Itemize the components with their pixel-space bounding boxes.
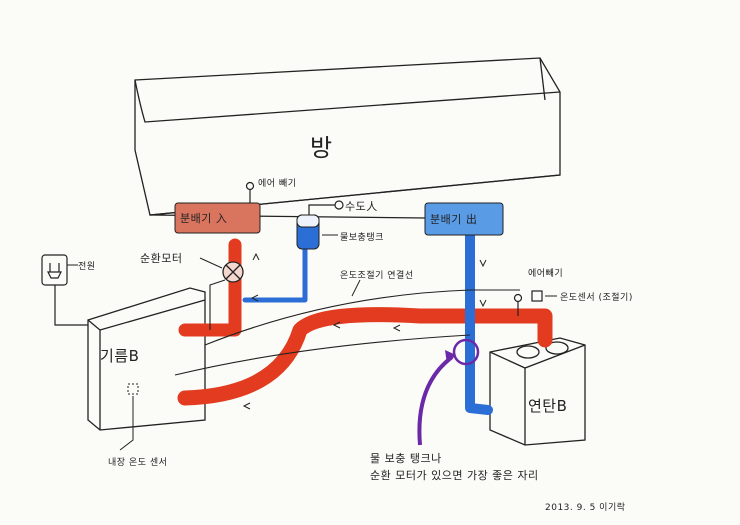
leader-wire: [351, 279, 361, 297]
internal-sensor-label: 내장 온도 센서: [108, 458, 168, 468]
air-vent-right-knob: [513, 293, 523, 303]
room-box: [134, 57, 561, 216]
water-supply-valve: [334, 200, 344, 210]
return-line-oil: [204, 289, 520, 346]
thermostat-wire-label: 온도조절기 연결선: [340, 271, 414, 281]
leader-circ-motor: [199, 257, 223, 269]
note-line2: 순환 모터가 있으면 가장 좋은 자리: [370, 469, 539, 482]
air-vent-right-label: 에어빼기: [528, 269, 564, 279]
water-supply-line: [308, 204, 335, 215]
oil-boiler-box: [87, 287, 206, 431]
best-spot-circle: [452, 338, 480, 366]
oil-boiler-label: 기름B: [100, 347, 140, 365]
cold-pipes: [242, 230, 493, 415]
bypass-line: [209, 279, 226, 330]
note-line1: 물 보충 탱크나: [370, 452, 442, 465]
internal-sensor-leader: [119, 396, 134, 451]
best-spot-arrowhead: [445, 350, 456, 364]
coal-boiler-box: [489, 337, 586, 446]
air-vent-top-knob: [245, 181, 255, 191]
water-supply-label: 수도人: [345, 200, 378, 213]
best-spot-arrow: [417, 355, 454, 446]
flow-arrows: [242, 252, 487, 410]
coal-boiler-label: 연탄B: [528, 397, 568, 415]
power-plug-icon: [41, 254, 88, 326]
circ-motor-label: 순환모터: [140, 252, 183, 265]
reserve-tank: [296, 214, 320, 250]
power-label: 전원: [78, 262, 96, 272]
internal-sensor-marker: [127, 383, 139, 395]
temp-sensor-box: [531, 290, 543, 302]
room-label: 방: [310, 134, 333, 162]
heater-out-box: [424, 202, 504, 236]
heater-out-label: 분배기 出: [430, 213, 478, 226]
circ-motor-cross: [225, 264, 241, 280]
air-vent-top-label: 에어 빼기: [258, 179, 297, 189]
return-line-2: [174, 334, 471, 376]
signature: 2013. 9. 5 이기락: [545, 503, 626, 513]
heater-in-box: [174, 202, 261, 234]
heater-in-label: 분배기 入: [180, 212, 228, 225]
temp-sensor-label: 온도센서 (조절기): [560, 293, 633, 303]
reserve-tank-label: 물보충탱크: [340, 233, 384, 243]
